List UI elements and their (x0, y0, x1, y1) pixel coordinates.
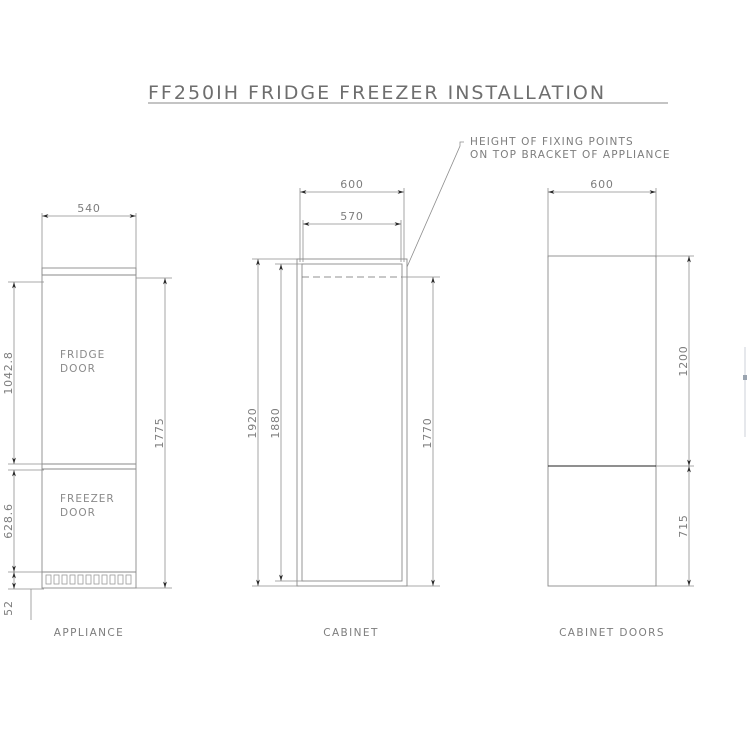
page-title: FF250IH FRIDGE FREEZER INSTALLATION (148, 82, 606, 104)
cabinet-doors-view (547, 188, 694, 587)
annotation-line-2: ON TOP BRACKET OF APPLIANCE (470, 149, 671, 161)
clipped-edge-mark (743, 375, 747, 380)
dim-text-628-6: 628.6 (2, 503, 15, 539)
caption-cabinet-doors: CABINET DOORS (559, 627, 665, 639)
cabinet-view (252, 141, 464, 587)
fridge-door-label-line1: FRIDGE (60, 349, 105, 361)
dim-text-1920: 1920 (246, 407, 259, 438)
dim-text-600-doors: 600 (590, 178, 613, 191)
dim-text-1042-8: 1042.8 (2, 351, 15, 394)
dim-text-570: 570 (340, 210, 363, 223)
annotation-leader-line (406, 141, 464, 268)
freezer-door-label-line2: DOOR (60, 507, 96, 519)
caption-cabinet: CABINET (323, 627, 379, 639)
cabinet-outer (296, 258, 408, 587)
cabinet-inner (301, 263, 403, 582)
dim-text-1770: 1770 (421, 417, 434, 448)
dim-text-1200: 1200 (677, 345, 690, 376)
cabinet-doors-outline (547, 255, 657, 587)
caption-appliance: APPLIANCE (54, 627, 124, 639)
appliance-body (41, 267, 137, 589)
dim-text-600-cabinet: 600 (340, 178, 363, 191)
dim-text-1880: 1880 (269, 407, 282, 438)
dim-text-715: 715 (677, 514, 690, 537)
dim-text-1775: 1775 (153, 417, 166, 448)
dim-text-540: 540 (77, 202, 100, 215)
annotation-line-1: HEIGHT OF FIXING POINTS (470, 136, 634, 148)
freezer-door-label-line1: FREEZER (60, 493, 115, 505)
plinth-grille (45, 574, 132, 585)
dim-text-52: 52 (2, 600, 15, 616)
appliance-view (8, 213, 172, 620)
fridge-door-label-line2: DOOR (60, 363, 96, 375)
